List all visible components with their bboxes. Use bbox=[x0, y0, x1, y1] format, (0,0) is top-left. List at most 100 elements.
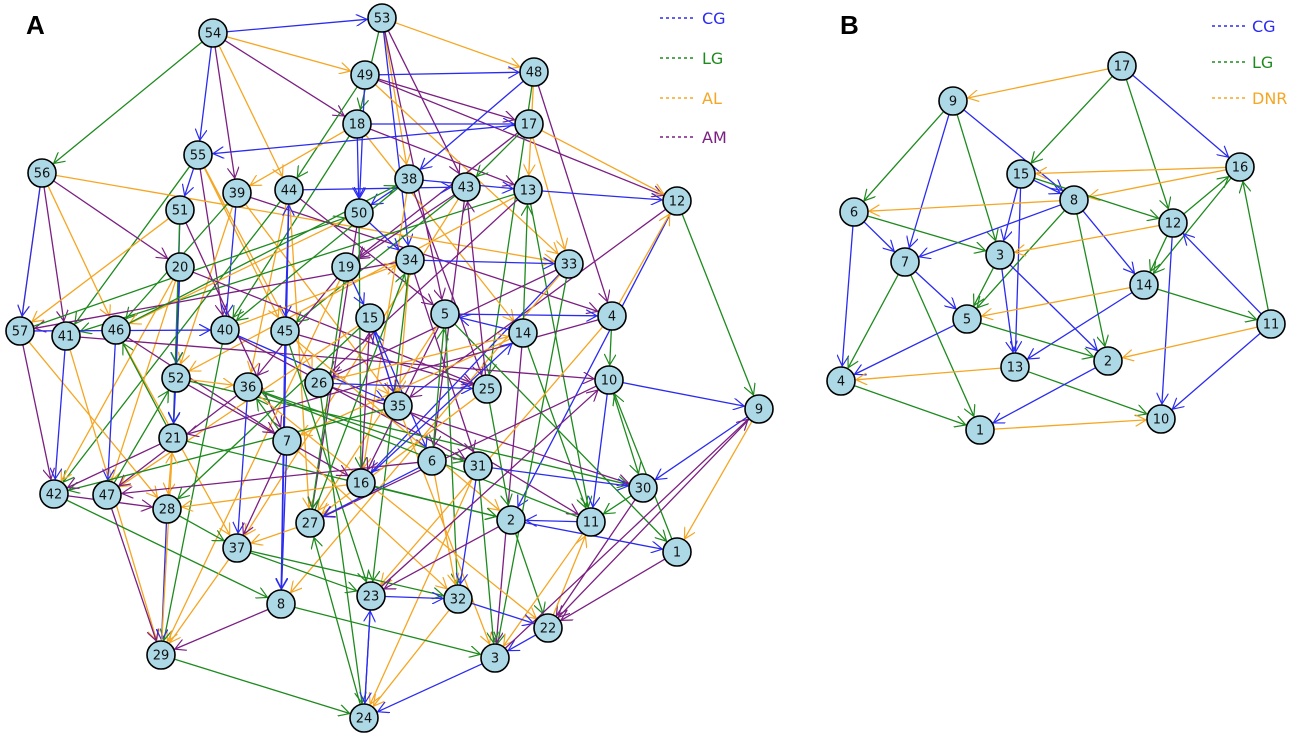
node-4[interactable]: 4 bbox=[597, 301, 627, 331]
node-circle[interactable] bbox=[350, 60, 380, 90]
node-circle[interactable] bbox=[514, 109, 544, 139]
node-circle[interactable] bbox=[533, 613, 563, 643]
node-circle[interactable] bbox=[513, 175, 543, 205]
node-13[interactable]: 13 bbox=[1000, 352, 1030, 382]
node-circle[interactable] bbox=[355, 303, 385, 333]
node-39[interactable]: 39 bbox=[222, 178, 252, 208]
node-circle[interactable] bbox=[938, 86, 968, 116]
node-47[interactable]: 47 bbox=[92, 480, 122, 510]
node-circle[interactable] bbox=[101, 315, 131, 345]
node-5[interactable]: 5 bbox=[952, 304, 982, 334]
node-circle[interactable] bbox=[1225, 152, 1255, 182]
node-circle[interactable] bbox=[480, 643, 510, 673]
node-circle[interactable] bbox=[463, 451, 493, 481]
node-18[interactable]: 18 bbox=[342, 109, 372, 139]
node-44[interactable]: 44 bbox=[274, 175, 304, 205]
node-28[interactable]: 28 bbox=[152, 494, 182, 524]
node-circle[interactable] bbox=[304, 368, 334, 398]
node-circle[interactable] bbox=[349, 703, 379, 733]
node-circle[interactable] bbox=[272, 426, 302, 456]
node-circle[interactable] bbox=[222, 178, 252, 208]
node-circle[interactable] bbox=[594, 365, 624, 395]
node-48[interactable]: 48 bbox=[519, 57, 549, 87]
node-15[interactable]: 15 bbox=[355, 303, 385, 333]
node-circle[interactable] bbox=[367, 3, 397, 33]
node-circle[interactable] bbox=[183, 140, 213, 170]
node-55[interactable]: 55 bbox=[183, 140, 213, 170]
node-circle[interactable] bbox=[342, 109, 372, 139]
node-6[interactable]: 6 bbox=[417, 446, 447, 476]
node-17[interactable]: 17 bbox=[514, 109, 544, 139]
node-circle[interactable] bbox=[210, 315, 240, 345]
node-8[interactable]: 8 bbox=[266, 589, 296, 619]
node-30[interactable]: 30 bbox=[628, 473, 658, 503]
node-24[interactable]: 24 bbox=[349, 703, 379, 733]
node-53[interactable]: 53 bbox=[367, 3, 397, 33]
node-51[interactable]: 51 bbox=[165, 195, 195, 225]
node-57[interactable]: 57 bbox=[5, 316, 35, 346]
node-circle[interactable] bbox=[198, 18, 228, 48]
node-7[interactable]: 7 bbox=[272, 426, 302, 456]
node-circle[interactable] bbox=[430, 299, 460, 329]
node-49[interactable]: 49 bbox=[350, 60, 380, 90]
node-9[interactable]: 9 bbox=[744, 394, 774, 424]
node-circle[interactable] bbox=[344, 198, 374, 228]
node-circle[interactable] bbox=[451, 172, 481, 202]
node-circle[interactable] bbox=[472, 374, 502, 404]
node-23[interactable]: 23 bbox=[356, 581, 386, 611]
node-7[interactable]: 7 bbox=[890, 247, 920, 277]
node-circle[interactable] bbox=[1129, 270, 1159, 300]
node-14[interactable]: 14 bbox=[508, 318, 538, 348]
node-circle[interactable] bbox=[394, 164, 424, 194]
node-12[interactable]: 12 bbox=[662, 186, 692, 216]
node-circle[interactable] bbox=[576, 507, 606, 537]
node-12[interactable]: 12 bbox=[1158, 208, 1188, 238]
node-circle[interactable] bbox=[965, 415, 995, 445]
node-circle[interactable] bbox=[554, 249, 584, 279]
node-45[interactable]: 45 bbox=[270, 316, 300, 346]
node-circle[interactable] bbox=[165, 195, 195, 225]
node-circle[interactable] bbox=[826, 366, 856, 396]
node-5[interactable]: 5 bbox=[430, 299, 460, 329]
node-circle[interactable] bbox=[266, 589, 296, 619]
node-circle[interactable] bbox=[222, 533, 252, 563]
node-circle[interactable] bbox=[496, 505, 526, 535]
node-10[interactable]: 10 bbox=[594, 365, 624, 395]
node-2[interactable]: 2 bbox=[1093, 346, 1123, 376]
node-31[interactable]: 31 bbox=[463, 451, 493, 481]
node-circle[interactable] bbox=[628, 473, 658, 503]
node-circle[interactable] bbox=[274, 175, 304, 205]
node-circle[interactable] bbox=[92, 480, 122, 510]
node-circle[interactable] bbox=[985, 240, 1015, 270]
node-11[interactable]: 11 bbox=[576, 507, 606, 537]
node-20[interactable]: 20 bbox=[165, 252, 195, 282]
node-22[interactable]: 22 bbox=[533, 613, 563, 643]
node-41[interactable]: 41 bbox=[51, 321, 81, 351]
node-8[interactable]: 8 bbox=[1059, 185, 1089, 215]
node-21[interactable]: 21 bbox=[158, 423, 188, 453]
node-circle[interactable] bbox=[39, 479, 69, 509]
node-16[interactable]: 16 bbox=[1225, 152, 1255, 182]
node-circle[interactable] bbox=[890, 247, 920, 277]
node-16[interactable]: 16 bbox=[346, 468, 376, 498]
node-17[interactable]: 17 bbox=[1107, 51, 1137, 81]
node-33[interactable]: 33 bbox=[554, 249, 584, 279]
node-circle[interactable] bbox=[346, 468, 376, 498]
node-42[interactable]: 42 bbox=[39, 479, 69, 509]
node-circle[interactable] bbox=[165, 252, 195, 282]
node-circle[interactable] bbox=[152, 494, 182, 524]
node-52[interactable]: 52 bbox=[161, 363, 191, 393]
node-10[interactable]: 10 bbox=[1146, 404, 1176, 434]
node-29[interactable]: 29 bbox=[146, 640, 176, 670]
node-circle[interactable] bbox=[1256, 309, 1286, 339]
node-circle[interactable] bbox=[146, 640, 176, 670]
node-40[interactable]: 40 bbox=[210, 315, 240, 345]
node-15[interactable]: 15 bbox=[1006, 159, 1036, 189]
node-26[interactable]: 26 bbox=[304, 368, 334, 398]
node-34[interactable]: 34 bbox=[395, 245, 425, 275]
node-circle[interactable] bbox=[417, 446, 447, 476]
node-35[interactable]: 35 bbox=[383, 391, 413, 421]
node-circle[interactable] bbox=[27, 158, 57, 188]
node-13[interactable]: 13 bbox=[513, 175, 543, 205]
node-circle[interactable] bbox=[383, 391, 413, 421]
